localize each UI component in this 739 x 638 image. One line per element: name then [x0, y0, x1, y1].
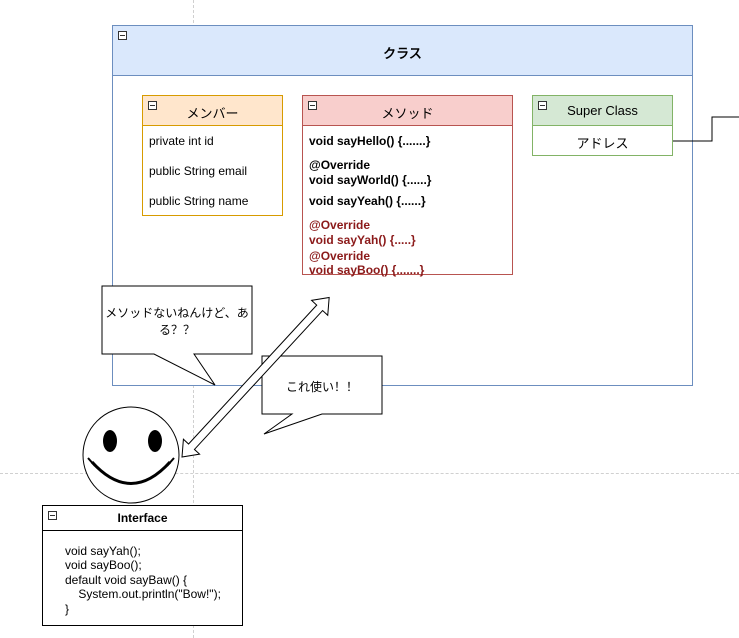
interface-code-line: default void sayBaw() {: [65, 573, 188, 587]
member-row[interactable]: public String name: [149, 194, 249, 208]
question-line-1: メソッドないねんけど、あ: [105, 306, 249, 320]
collapse-icon[interactable]: [118, 31, 127, 40]
interface-code-line: void sayYah();: [65, 544, 141, 558]
answer-bubble-shape: [261, 355, 383, 435]
method-row[interactable]: void sayBoo() {.......}: [309, 263, 425, 277]
super-class-connector: [673, 116, 739, 142]
double-arrow: [181, 296, 330, 458]
method-annotation[interactable]: @Override: [309, 158, 371, 172]
method-row[interactable]: void sayYah() {.....}: [309, 233, 416, 247]
interface-code-line: System.out.println("Bow!");: [65, 587, 221, 601]
collapse-icon[interactable]: [48, 511, 57, 520]
super-class-row[interactable]: アドレス: [576, 136, 629, 151]
methods-header[interactable]: メソッド: [303, 96, 512, 126]
collapse-icon[interactable]: [148, 101, 157, 110]
collapse-icon[interactable]: [538, 101, 547, 110]
collapse-icon[interactable]: [308, 101, 317, 110]
interface-code-line: void sayBoo();: [65, 558, 142, 572]
super-class-header[interactable]: Super Class: [533, 96, 672, 126]
class-container-header[interactable]: クラス: [113, 26, 692, 76]
method-row[interactable]: void sayHello() {.......}: [309, 134, 431, 148]
class-container-title: クラス: [383, 46, 422, 61]
super-class-box[interactable]: Super Class アドレス: [532, 95, 673, 156]
interface-title: Interface: [117, 511, 168, 525]
guide-line-horizontal: [0, 473, 739, 474]
answer-bubble-text[interactable]: これ使い！！: [285, 380, 358, 394]
question-bubble-shape: [101, 285, 253, 386]
method-row[interactable]: void sayWorld() {......}: [309, 173, 432, 187]
method-row[interactable]: void sayYeah() {......}: [309, 194, 426, 208]
question-line-2: る？？: [158, 323, 195, 337]
members-box[interactable]: メンバー private int id public String email …: [142, 95, 283, 216]
interface-header[interactable]: Interface: [43, 506, 242, 531]
members-title: メンバー: [186, 106, 239, 121]
methods-title: メソッド: [381, 106, 434, 121]
interface-box[interactable]: Interface void sayYah(); void sayBoo(); …: [42, 505, 243, 626]
member-row[interactable]: private int id: [149, 134, 214, 148]
method-annotation[interactable]: @Override: [309, 249, 371, 263]
member-row[interactable]: public String email: [149, 164, 248, 178]
super-class-title: Super Class: [567, 103, 638, 118]
methods-box[interactable]: メソッド void sayHello() {.......} @Override…: [302, 95, 513, 277]
smiley-icon: [82, 406, 180, 504]
question-bubble-text[interactable]: メソッドないねんけど、あ る？？: [102, 304, 252, 338]
members-header[interactable]: メンバー: [143, 96, 282, 126]
interface-code-line: }: [65, 602, 70, 616]
method-annotation[interactable]: @Override: [309, 218, 371, 232]
